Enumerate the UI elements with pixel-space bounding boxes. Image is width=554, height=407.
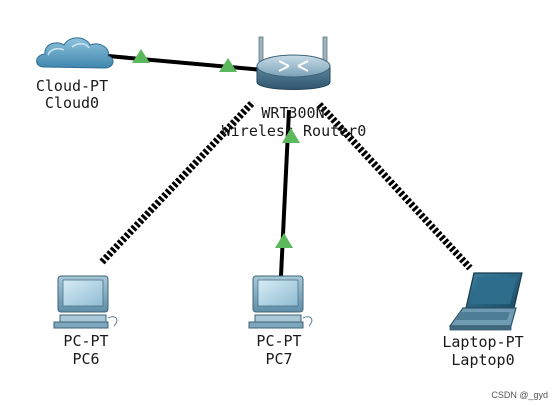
pc7-type-label: PC-PT [256,332,301,350]
link-up-indicator-router-side[interactable] [219,58,237,72]
pc7-device[interactable]: PC-PT PC7 [248,275,313,368]
pc6-device[interactable]: PC-PT PC6 [53,275,118,368]
cloud0-name-label: Cloud0 [45,94,99,112]
link-status-indicators [132,49,300,248]
cloud-icon [36,37,114,69]
links-layer [99,54,473,277]
pc6-type-label: PC-PT [63,332,108,350]
link-up-indicator-router-pc7-side[interactable] [282,128,300,143]
pc-icon [53,275,118,329]
pc7-name-label: PC7 [265,350,292,368]
laptop0-device[interactable]: Laptop-PT Laptop0 [442,272,524,369]
router0-type-label: WRT300N [261,104,324,122]
cloud0-device[interactable]: Cloud-PT Cloud0 [36,37,114,112]
wireless-router-icon [256,36,331,90]
pc6-name-label: PC6 [72,350,99,368]
pc-icon [248,275,313,329]
router0-device[interactable]: WRT300N Wireless Router0 [222,36,367,140]
wired-link-cloud0-router0[interactable] [107,54,264,72]
laptop-icon [448,272,523,331]
laptop0-name-label: Laptop0 [451,351,514,369]
link-up-indicator-cloud-side[interactable] [132,49,150,63]
laptop0-type-label: Laptop-PT [442,333,523,351]
router0-name-label: Wireless Router0 [222,122,367,140]
wireless-link-router-pc6[interactable] [99,99,256,265]
link-up-indicator-pc7-side[interactable] [275,233,293,248]
watermark: CSDN @_gyd [491,390,548,400]
wireless-link-router-laptop0[interactable] [315,100,473,271]
cloud0-type-label: Cloud-PT [36,77,108,95]
